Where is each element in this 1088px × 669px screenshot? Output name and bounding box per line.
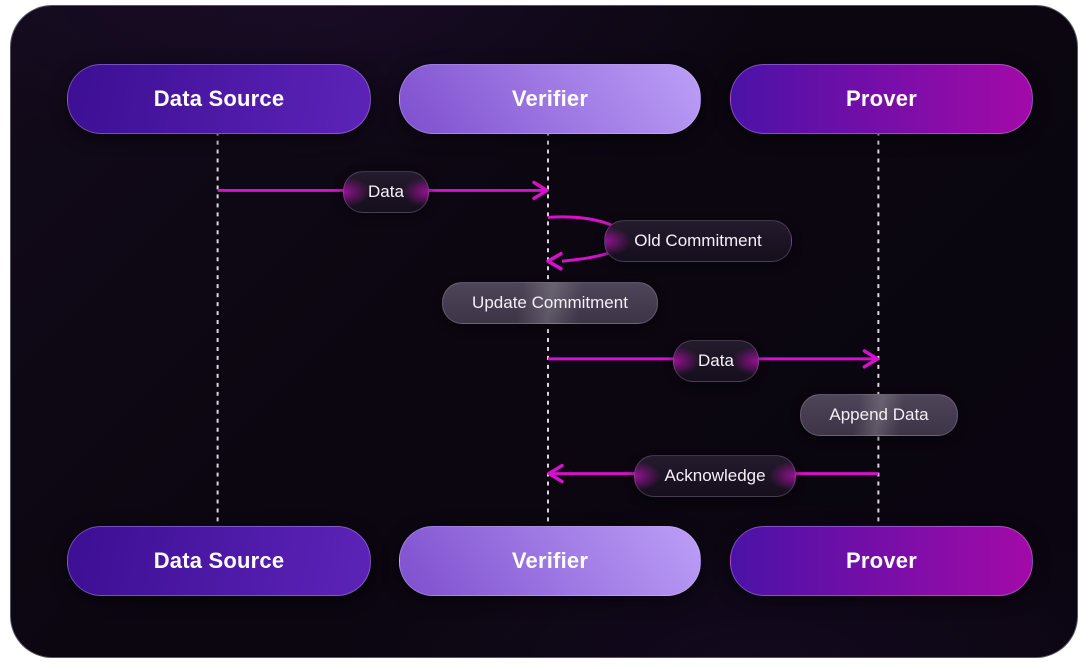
note-label-append-data: Append Data [800, 394, 958, 436]
arrowhead-right-icon [532, 180, 549, 201]
sequence-diagram-canvas: Data Source Verifier Prover Data Old Com… [10, 5, 1078, 658]
arrowhead-right-icon [862, 349, 880, 369]
actor-data-source-bottom: Data Source [67, 526, 371, 596]
note-label-update-commitment: Update Commitment [442, 282, 658, 324]
arrowhead-left-icon [546, 251, 563, 271]
actor-verifier-top: Verifier [399, 64, 701, 134]
message-label-old-commitment: Old Commitment [604, 220, 792, 262]
message-label-acknowledge: Acknowledge [634, 455, 796, 497]
actor-verifier-bottom: Verifier [399, 526, 701, 596]
actor-data-source-top: Data Source [67, 64, 371, 134]
message-label-data-1: Data [343, 171, 429, 213]
actor-prover-top: Prover [730, 64, 1033, 134]
message-label-data-2: Data [673, 340, 759, 382]
arrowhead-left-icon [547, 463, 564, 484]
actor-prover-bottom: Prover [730, 526, 1033, 596]
